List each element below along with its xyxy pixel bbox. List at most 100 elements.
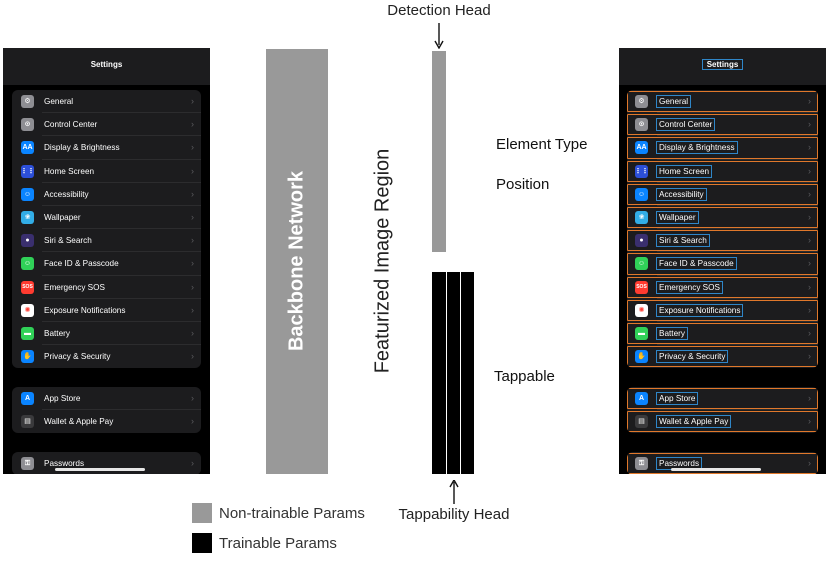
settings-row[interactable]: ⚙General› <box>12 90 201 114</box>
settings-row-label: Face ID & Passcode <box>44 259 119 269</box>
settings-row-label: Privacy & Security <box>656 350 729 364</box>
settings-row[interactable]: ▬Battery› <box>627 322 818 346</box>
row-divider <box>657 158 818 160</box>
settings-row[interactable]: ▤Wallet & Apple Pay› <box>12 410 201 433</box>
flower-icon: ❀ <box>635 210 648 224</box>
settings-row[interactable]: ⚙General› <box>627 90 818 114</box>
settings-row[interactable]: ⚿Passwords› <box>12 452 201 474</box>
chevron-right-icon: › <box>808 327 811 338</box>
settings-row[interactable]: ☺Face ID & Passcode› <box>627 252 818 276</box>
row-divider <box>657 181 818 183</box>
row-divider <box>42 135 201 137</box>
face-id-icon: ☺ <box>21 257 34 271</box>
row-divider <box>657 297 818 299</box>
key-icon: ⚿ <box>21 457 34 470</box>
home-indicator <box>671 468 761 471</box>
chevron-right-icon: › <box>808 188 811 199</box>
settings-row-label: Wallet & Apple Pay <box>656 415 732 429</box>
settings-row[interactable]: ⚿Passwords› <box>627 452 818 474</box>
row-bounding-box <box>627 411 818 433</box>
settings-row[interactable]: ⋮⋮Home Screen› <box>12 160 201 183</box>
chevron-right-icon: › <box>191 119 194 130</box>
tappability-arrow-icon <box>449 480 459 504</box>
row-bounding-box <box>627 91 818 113</box>
chevron-right-icon: › <box>808 458 811 468</box>
settings-row[interactable]: ⊙Control Center› <box>627 113 818 137</box>
row-divider <box>42 181 201 183</box>
nav-bar: Settings <box>3 48 210 85</box>
row-divider <box>657 409 818 411</box>
settings-row[interactable]: ❀Wallpaper› <box>12 206 201 230</box>
settings-row-label: Exposure Notifications <box>44 305 126 315</box>
chevron-right-icon: › <box>191 258 194 269</box>
row-bounding-box <box>627 230 818 252</box>
row-bounding-box <box>627 137 818 159</box>
row-bounding-box <box>627 388 818 410</box>
chevron-right-icon: › <box>808 393 811 403</box>
chevron-right-icon: › <box>191 458 194 468</box>
chevron-right-icon: › <box>808 211 811 222</box>
settings-row[interactable]: ☺ Accessibility › <box>627 183 818 206</box>
legend-swatch-non-trainable <box>192 503 212 523</box>
row-divider <box>657 320 818 322</box>
settings-row-label: Display & Brightness <box>44 143 120 153</box>
chevron-right-icon: › <box>808 119 811 130</box>
chevron-right-icon: › <box>191 281 194 292</box>
settings-row[interactable]: ✺Exposure Notifications› <box>627 299 818 322</box>
settings-row-label: Accessibility <box>656 187 707 201</box>
settings-row[interactable]: ●Siri & Search› <box>12 229 201 253</box>
sos-icon: SOS <box>635 280 648 294</box>
chevron-right-icon: › <box>808 165 811 176</box>
settings-row-label: Face ID & Passcode <box>656 257 737 271</box>
settings-row[interactable]: ❀Wallpaper› <box>627 206 818 230</box>
row-divider <box>657 274 818 276</box>
siri-icon: ● <box>635 234 648 248</box>
settings-row-label: General <box>44 97 74 106</box>
siri-icon: ● <box>21 234 34 248</box>
settings-row[interactable]: ●Siri & Search› <box>627 229 818 253</box>
settings-row-label: Wallpaper <box>44 212 81 222</box>
row-divider <box>657 204 818 206</box>
legend-swatch-trainable <box>192 533 212 553</box>
settings-row-label: Control Center <box>44 120 98 130</box>
settings-row-label: Privacy & Security <box>44 352 111 362</box>
row-bounding-box <box>627 206 818 229</box>
settings-row[interactable]: ✺Exposure Notifications› <box>12 299 201 322</box>
app-store-icon: A <box>21 392 34 405</box>
wallet-icon: ▤ <box>21 415 34 429</box>
settings-row[interactable]: ▤Wallet & Apple Pay› <box>627 410 818 433</box>
settings-row[interactable]: ☺Accessibility› <box>12 183 201 206</box>
settings-row[interactable]: ⊙ Control Center › <box>12 113 201 137</box>
toggles-icon: ⊙ <box>21 118 34 132</box>
accessibility-icon: ☺ <box>635 187 648 201</box>
settings-row[interactable]: ☺ Face ID & Passcode › <box>12 252 201 276</box>
chevron-right-icon: › <box>191 211 194 222</box>
settings-row[interactable]: ▬Battery› <box>12 322 201 346</box>
toggles-icon: ⊙ <box>635 118 648 132</box>
battery-icon: ▬ <box>635 326 648 340</box>
text-size-icon: AA <box>635 141 648 155</box>
settings-row[interactable]: ⋮⋮Home Screen› <box>627 160 818 183</box>
layer-divider <box>446 272 447 474</box>
backbone-network-block <box>266 49 328 474</box>
tappable-output-label: Tappable <box>494 368 555 385</box>
settings-row-label: Accessibility <box>44 189 89 199</box>
chevron-right-icon: › <box>808 304 811 315</box>
hand-icon: ✋ <box>21 350 34 364</box>
tappability-head-label: Tappability Head <box>398 506 510 523</box>
settings-row-label: Siri & Search <box>656 234 710 248</box>
row-divider <box>42 297 201 299</box>
settings-row[interactable]: ✋Privacy & Security› <box>12 345 201 368</box>
settings-row[interactable]: ✋Privacy & Security› <box>627 345 818 368</box>
legend-label-non-trainable: Non-trainable Params <box>219 505 365 522</box>
chevron-right-icon: › <box>191 327 194 338</box>
row-divider <box>42 409 201 411</box>
